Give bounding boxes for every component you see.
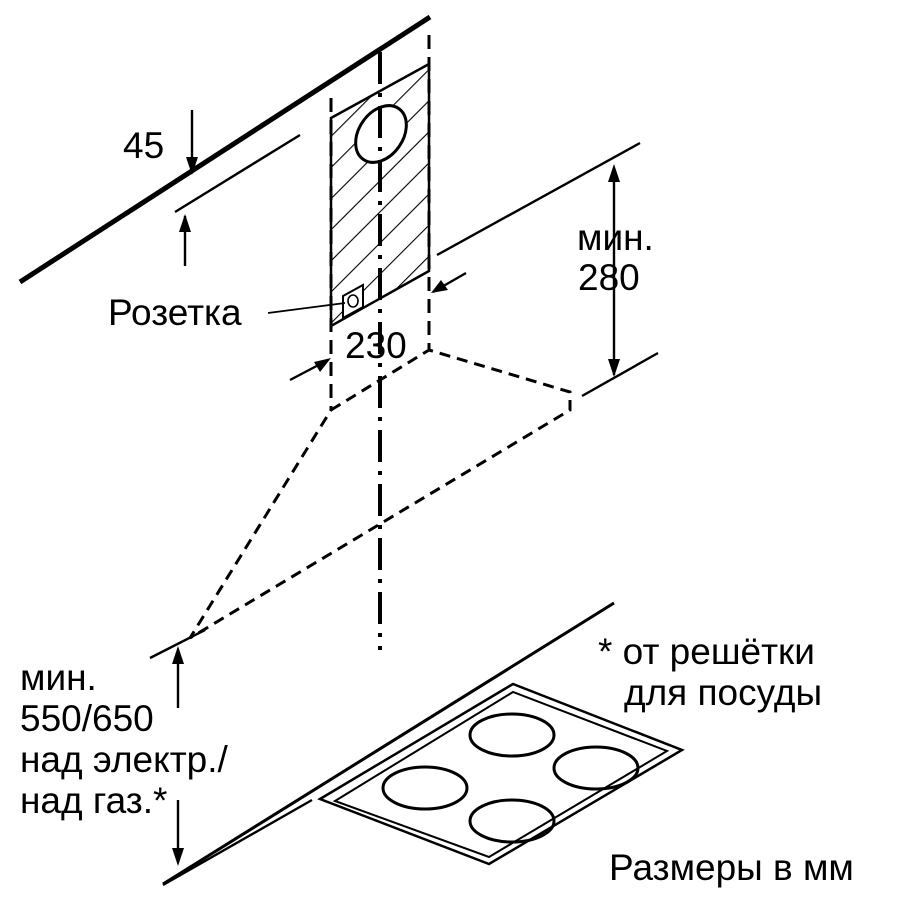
min-280-arrows — [608, 164, 620, 377]
label-units: Размеры в мм — [609, 847, 854, 888]
label-install-line3: над электр./ — [20, 739, 229, 780]
dim-45 — [174, 110, 301, 266]
label-footnote-line2: для посуды — [624, 672, 822, 713]
label-min-280-line2: 280 — [578, 257, 640, 298]
label-install-line1: мин. — [20, 657, 97, 698]
dim-230-arrows — [314, 280, 448, 372]
burner-2 — [552, 745, 640, 791]
install-height-arrows — [172, 646, 184, 866]
min-280-dimension — [436, 141, 659, 398]
burner-4 — [468, 798, 556, 844]
label-230: 230 — [345, 325, 407, 366]
label-socket: Розетка — [108, 292, 242, 333]
label-install-line2: 550/650 — [20, 698, 154, 739]
label-min-280-line1: мин. — [577, 217, 654, 258]
socket-icon — [342, 283, 364, 320]
label-footnote-line1: * от решётки — [598, 631, 815, 672]
dim-45-arrows — [179, 157, 198, 232]
socket-leader — [267, 302, 346, 314]
label-install-line4: над газ.* — [20, 780, 167, 821]
hood-outline — [188, 348, 572, 640]
cooktop — [162, 601, 685, 886]
ceiling-line — [18, 14, 432, 285]
burner-3 — [381, 765, 469, 811]
label-45: 45 — [123, 125, 164, 166]
burner-1 — [468, 712, 556, 758]
